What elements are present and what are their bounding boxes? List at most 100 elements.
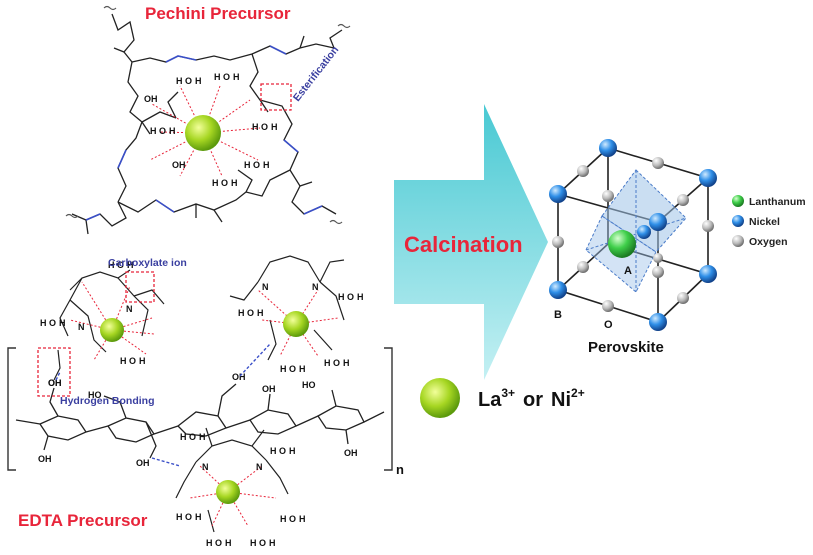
svg-text:O: O	[215, 538, 222, 548]
svg-text:H: H	[120, 356, 127, 366]
svg-text:H: H	[150, 126, 157, 136]
svg-text:H: H	[257, 308, 264, 318]
svg-text:OH: OH	[38, 454, 52, 464]
svg-text:O: O	[159, 126, 166, 136]
svg-text:OH: OH	[232, 372, 246, 382]
legend-oxygen: Oxygen	[749, 236, 788, 248]
svg-text:O: O	[117, 260, 124, 270]
svg-text:O: O	[347, 292, 354, 302]
svg-text:H: H	[299, 514, 306, 524]
edta-complex-3: N N H O H H O H H O H H O H H O H H O H	[175, 427, 306, 548]
svg-text:O: O	[289, 514, 296, 524]
svg-text:O: O	[221, 178, 228, 188]
svg-text:N: N	[312, 282, 319, 292]
oxygen-swatch	[732, 235, 744, 247]
site-b-label: B	[554, 309, 562, 321]
esterification-label: Esterification	[291, 44, 341, 104]
svg-text:H: H	[206, 538, 213, 548]
svg-text:H: H	[59, 318, 66, 328]
svg-text:O: O	[185, 76, 192, 86]
esterification-box	[260, 83, 292, 111]
svg-text:H: H	[343, 358, 350, 368]
nickel-swatch	[732, 215, 744, 227]
svg-text:O: O	[259, 538, 266, 548]
svg-text:H: H	[270, 446, 277, 456]
cellulose-backbone	[15, 383, 385, 459]
svg-text:H: H	[195, 76, 202, 86]
svg-text:OH: OH	[48, 378, 62, 388]
svg-text:H: H	[199, 432, 206, 442]
hbond-label: Hydrogen Bonding	[60, 395, 155, 407]
svg-text:OH: OH	[344, 448, 358, 458]
chain-ends	[65, 5, 351, 225]
svg-text:H: H	[357, 292, 364, 302]
legend-nickel: Nickel	[749, 216, 780, 228]
edta-metal-ion-2	[283, 311, 309, 337]
carboxylate-box	[125, 271, 155, 303]
site-o-label: O	[604, 319, 613, 331]
svg-text:OH: OH	[172, 160, 186, 170]
polymer-bracket	[7, 347, 393, 471]
svg-text:H: H	[250, 538, 257, 548]
svg-text:N: N	[126, 304, 133, 314]
svg-text:H: H	[195, 512, 202, 522]
calcination-arrow	[394, 104, 548, 380]
svg-text:OH: OH	[136, 458, 150, 468]
perovskite-title: Perovskite	[588, 339, 664, 356]
svg-text:O: O	[289, 364, 296, 374]
svg-text:H: H	[252, 122, 259, 132]
svg-text:H: H	[244, 160, 251, 170]
svg-text:H: H	[324, 358, 331, 368]
svg-text:H: H	[127, 260, 134, 270]
svg-text:H: H	[263, 160, 270, 170]
svg-text:H: H	[231, 178, 238, 188]
svg-text:H: H	[289, 446, 296, 456]
svg-text:HO: HO	[88, 390, 102, 400]
svg-text:H: H	[225, 538, 232, 548]
polymer-subscript: n	[396, 462, 404, 477]
svg-text:N: N	[256, 462, 263, 472]
edta-metal-ion-3	[216, 480, 240, 504]
svg-text:H: H	[269, 538, 276, 548]
svg-text:H: H	[176, 512, 183, 522]
edta-title: EDTA Precursor	[18, 511, 148, 530]
svg-text:O: O	[261, 122, 268, 132]
svg-text:OH: OH	[144, 94, 158, 104]
legend-lanthanum: Lanthanum	[749, 196, 806, 208]
svg-text:H: H	[233, 72, 240, 82]
svg-text:H: H	[338, 292, 345, 302]
svg-text:O: O	[223, 72, 230, 82]
ester-links	[85, 45, 323, 221]
svg-text:H: H	[139, 356, 146, 366]
svg-text:N: N	[78, 322, 85, 332]
svg-text:O: O	[247, 308, 254, 318]
pechini-metal-ion	[185, 115, 221, 151]
svg-text:OH: OH	[48, 378, 62, 388]
svg-text:H: H	[280, 514, 287, 524]
svg-text:H: H	[238, 308, 245, 318]
svg-text:H: H	[176, 76, 183, 86]
svg-text:O: O	[129, 356, 136, 366]
ion-swatch	[420, 378, 460, 418]
edta-complex-2: N N H O H H O H H O H H O H	[229, 255, 364, 374]
svg-text:N: N	[202, 462, 209, 472]
edta-metal-ion-1	[100, 318, 124, 342]
svg-text:H: H	[299, 364, 306, 374]
svg-text:N: N	[262, 282, 269, 292]
site-a-label: A	[624, 265, 632, 277]
svg-text:OH: OH	[262, 384, 276, 394]
lanthanum-swatch	[732, 195, 744, 207]
svg-text:HO: HO	[302, 380, 316, 390]
svg-text:O: O	[253, 160, 260, 170]
svg-text:O: O	[189, 432, 196, 442]
svg-text:H: H	[280, 364, 287, 374]
svg-text:H: H	[40, 318, 47, 328]
svg-text:O: O	[185, 512, 192, 522]
svg-text:O: O	[49, 318, 56, 328]
cellulose-atoms: OH OH HO OH OH OH HO OH	[38, 372, 358, 468]
perovskite-legend: Lanthanum Nickel Oxygen	[732, 195, 806, 248]
edta-complex-1: N N H O H H O H H O H OH	[40, 260, 165, 388]
